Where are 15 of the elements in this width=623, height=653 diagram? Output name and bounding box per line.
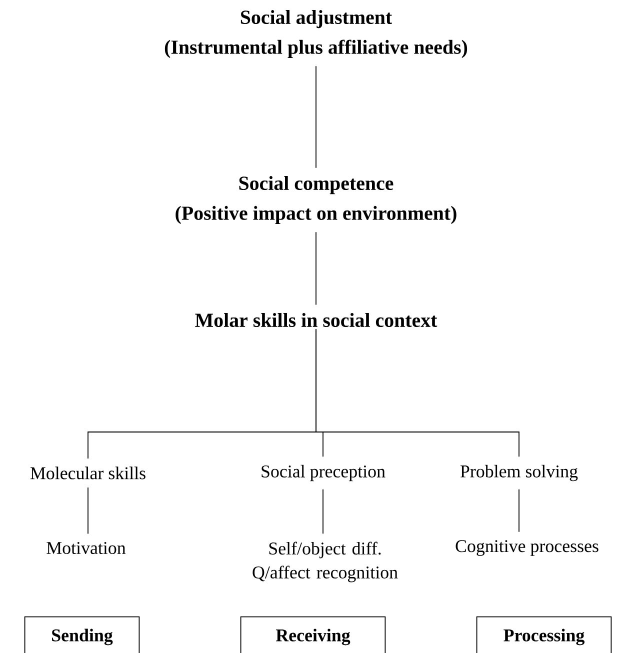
heading-text: Molar skills in social context: [195, 313, 438, 327]
label-box: Receiving: [240, 616, 386, 653]
label-box: Sending: [24, 616, 140, 653]
node-text: Molecular skills: [30, 466, 146, 480]
node-text: Self/object diff. Q/affect recognition: [252, 542, 398, 582]
connector-line: [518, 488, 520, 532]
connector-line: [322, 488, 324, 534]
label-box: Processing: [476, 616, 612, 653]
connector-line: [316, 328, 520, 458]
node-text: Motivation: [46, 542, 126, 554]
node-text: Problem solving: [460, 464, 578, 482]
heading-text: Social competence (Positive impact on environment): [176, 176, 456, 224]
heading-text: Social adjustment (Instrumental plus affiliative needs): [164, 10, 468, 58]
node-text: Social preception: [262, 464, 386, 482]
node-text: Cognitive processes: [456, 540, 598, 556]
